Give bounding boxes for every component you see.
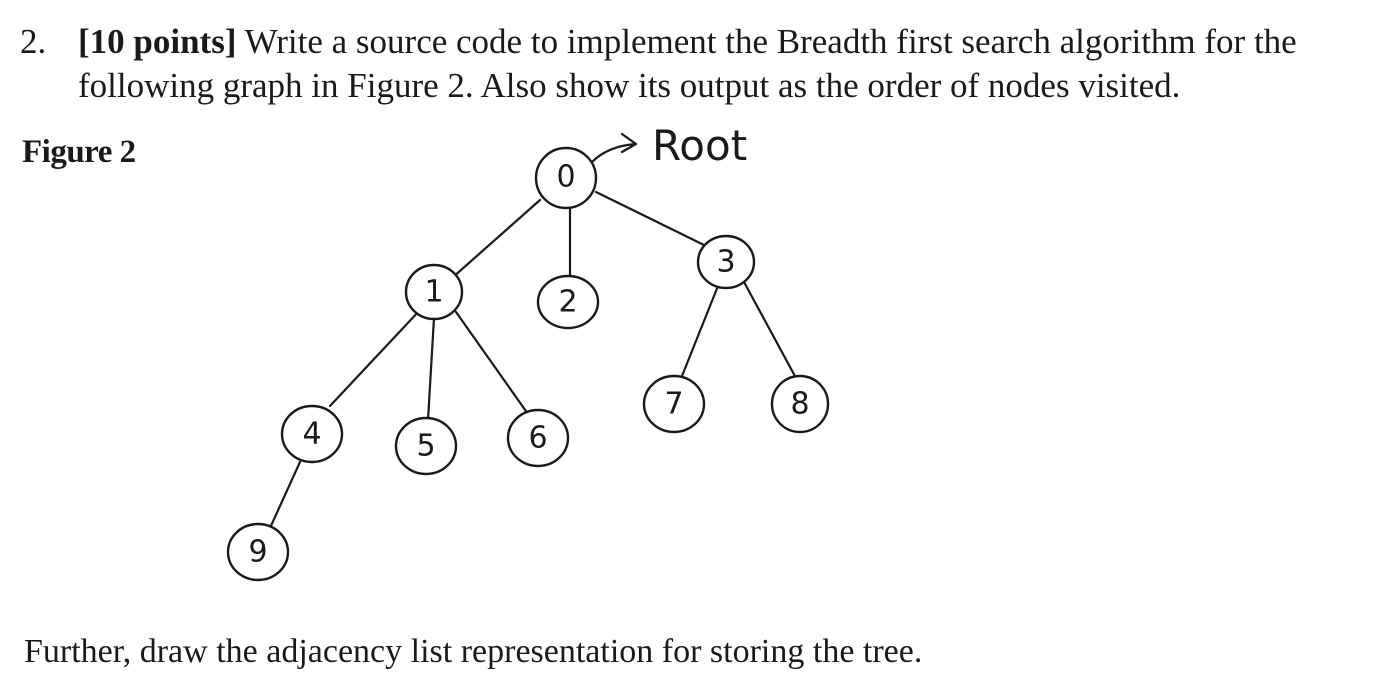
node-5-label: 5 <box>416 429 435 464</box>
node-3-label: 3 <box>716 245 735 280</box>
further-instruction: Further, draw the adjacency list represe… <box>24 633 923 670</box>
figure-label: Figure 2 <box>22 134 136 170</box>
node-0: 0 <box>534 146 598 210</box>
node-9: 9 <box>226 522 290 582</box>
node-9-label: 9 <box>248 535 267 570</box>
edge-0-3 <box>594 190 708 248</box>
node-2: 2 <box>536 274 600 330</box>
node-8: 8 <box>770 374 830 434</box>
edge-3-7 <box>680 284 720 378</box>
node-7-label: 7 <box>664 387 683 422</box>
node-6: 6 <box>506 408 570 468</box>
question-points: [10 points] <box>78 22 237 61</box>
edge-1-5 <box>426 316 436 422</box>
node-4: 4 <box>280 404 344 464</box>
node-1: 1 <box>404 263 464 321</box>
node-6-label: 6 <box>528 421 547 456</box>
question-number: 2. <box>20 22 47 61</box>
node-3: 3 <box>696 234 756 290</box>
node-1-label: 1 <box>424 275 443 310</box>
question-text: [10 points] Write a source code to imple… <box>78 20 1368 108</box>
question-body: Write a source code to implement the Bre… <box>78 22 1297 105</box>
edge-1-6 <box>454 310 530 416</box>
node-8-label: 8 <box>790 387 809 422</box>
root-annotation: Root <box>652 121 747 170</box>
root-arrow-icon <box>590 132 638 164</box>
node-2-label: 2 <box>558 285 577 320</box>
node-5: 5 <box>394 416 458 476</box>
node-0-label: 0 <box>556 160 575 195</box>
node-7: 7 <box>642 374 706 434</box>
edge-0-1 <box>450 198 542 280</box>
edge-4-9 <box>268 460 302 530</box>
edge-1-4 <box>328 308 422 408</box>
edge-3-8 <box>742 280 798 380</box>
node-4-label: 4 <box>302 417 321 452</box>
